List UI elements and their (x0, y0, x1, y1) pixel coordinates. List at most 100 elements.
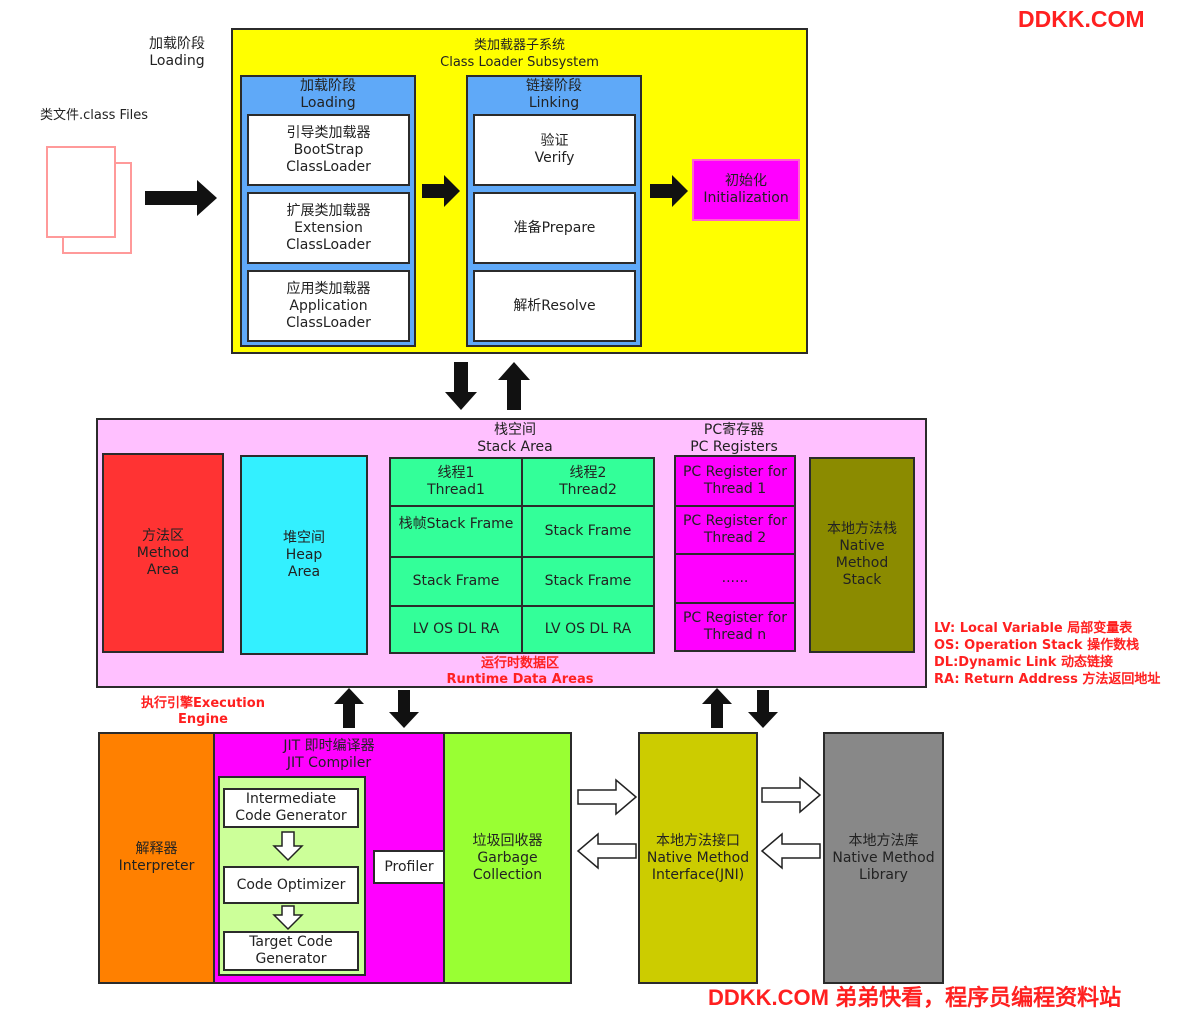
watermark-bottom: DDKK.COM 弟弟快看，程序员编程资料站 (708, 985, 1122, 1010)
pc-register-thread1: PC Register for Thread 1 (676, 457, 794, 505)
thread2-cell: 线程2 Thread2 (523, 459, 653, 505)
intermediate-l1: Intermediate (245, 791, 337, 807)
thread1-cell: 线程1 Thread1 (391, 459, 521, 505)
subsystem-title: 类加载器子系统 Class Loader Subsystem (231, 37, 808, 71)
stack-frame-cell-1-left: 栈帧Stack Frame (398, 516, 514, 532)
legend: LV: Local Variable 局部变量表 OS: Operation S… (934, 620, 1184, 688)
arrow-engine-up-icon (334, 688, 364, 728)
pc-register-thread2: PC Register for Thread 2 (676, 507, 794, 553)
watermark-top: DDKK.COM (1018, 6, 1145, 32)
pc-register-threadn-l2: Thread n (703, 627, 767, 643)
heap-cn: 堆空间 (283, 529, 325, 546)
interpreter: 解释器 Interpreter (98, 732, 215, 984)
native-stack-en2: Method (835, 555, 889, 571)
intermediate-code-generator: Intermediate Code Generator (223, 788, 359, 828)
application-classloader: 应用类加载器 Application ClassLoader (247, 270, 410, 342)
lvosdlra-cell-right: LV OS DL RA (544, 621, 632, 637)
arrow-gc-to-jni-icon (577, 778, 638, 816)
pc-register-thread2-l2: Thread 2 (703, 530, 767, 546)
native-method-interface: 本地方法接口 Native Method Interface(JNI) (638, 732, 758, 984)
native-stack-en3: Stack (842, 572, 882, 588)
interpreter-cn: 解释器 (135, 841, 178, 857)
heap-en2: Area (287, 563, 321, 580)
execution-engine-title2: Engine (178, 712, 228, 727)
arrow-runtime-down-icon (389, 690, 419, 728)
intermediate-l2: Code Generator (235, 808, 347, 824)
runtime-title: 运行时数据区 Runtime Data Areas (420, 656, 620, 688)
initialization-en: Initialization (703, 190, 789, 206)
pc-register-thread2-l1: PC Register for (682, 513, 787, 529)
stack-frame-cell-2-right: Stack Frame (544, 573, 632, 589)
target-l1: Target Code (249, 934, 333, 950)
pc-divider-3 (674, 602, 796, 604)
pc-registers-title: PC寄存器 PC Registers (672, 422, 796, 456)
loading-panel-en: Loading (300, 95, 356, 111)
jit-cn: JIT 即时编译器 (283, 738, 375, 754)
gc-cn: 垃圾回收器 (472, 832, 543, 849)
bootstrap-en1: BootStrap (293, 141, 364, 158)
arrow-files-to-loading-icon (145, 180, 217, 216)
prepare-box: 准备Prepare (473, 192, 636, 264)
application-en2: ClassLoader (286, 314, 371, 331)
stack-divider-h1 (389, 505, 655, 507)
loading-panel-title: 加载阶段 Loading (240, 78, 416, 112)
method-area-en1: Method (136, 544, 190, 561)
extension-en1: Extension (294, 219, 363, 236)
stack-divider-h3 (389, 605, 655, 607)
stack-divider-v (521, 457, 523, 654)
stack-area-cn: 栈空间 (494, 422, 536, 438)
linking-panel-title: 链接阶段 Linking (466, 78, 642, 112)
jit-en: JIT Compiler (286, 755, 372, 771)
loading-panel-cn: 加载阶段 (300, 78, 356, 94)
verify-en: Verify (534, 150, 575, 166)
profiler-label: Profiler (384, 858, 434, 875)
prepare-label: 准备Prepare (513, 219, 596, 236)
native-library-en2: Library (859, 866, 908, 883)
native-library-cn: 本地方法库 (848, 832, 919, 849)
extension-cn: 扩展类加载器 (286, 202, 371, 219)
subsystem-title-en: Class Loader Subsystem (440, 55, 599, 70)
pc-register-threadn: PC Register for Thread n (676, 604, 794, 650)
pc-registers-cn: PC寄存器 (703, 422, 765, 438)
pc-register-ellipsis-l1: ...... (721, 570, 749, 586)
pc-register-threadn-l1: PC Register for (682, 610, 787, 626)
arrow-runtime-up-icon (498, 362, 530, 410)
thread1-en: Thread1 (427, 482, 485, 498)
method-area-cn: 方法区 (142, 527, 184, 544)
thread1-cn: 线程1 (437, 465, 475, 481)
target-l2: Generator (255, 951, 327, 967)
extension-en2: ClassLoader (286, 236, 371, 253)
runtime-title-cn: 运行时数据区 (480, 656, 559, 671)
code-optimizer: Code Optimizer (223, 866, 359, 904)
jni-cn: 本地方法接口 (656, 832, 740, 849)
verify-box: 验证 Verify (473, 114, 636, 186)
jit-title: JIT 即时编译器 JIT Compiler (213, 738, 445, 772)
stack-area-title: 栈空间 Stack Area (440, 422, 590, 456)
heap-en1: Heap (285, 546, 323, 563)
pc-divider-1 (674, 505, 796, 507)
legend-dl: DL:Dynamic Link 动态链接 (934, 655, 1113, 670)
pc-register-thread1-l1: PC Register for (682, 464, 787, 480)
arrow-jni-to-gc-icon (576, 832, 637, 870)
stack-area-en: Stack Area (477, 439, 553, 455)
linking-panel-en: Linking (528, 95, 580, 111)
pc-register-ellipsis: ...... (676, 555, 794, 602)
jni-en2: Interface(JNI) (651, 866, 745, 883)
subsystem-title-cn: 类加载器子系统 (473, 38, 565, 53)
stack-frame-cell-2-left: Stack Frame (412, 573, 500, 589)
arrow-jni-up-icon (702, 688, 732, 728)
execution-engine-title1: 执行引擎Execution (141, 696, 265, 711)
initialization-cn: 初始化 (725, 173, 767, 189)
interpreter-en: Interpreter (118, 858, 195, 874)
resolve-label: 解析Resolve (513, 297, 596, 314)
native-stack-cn: 本地方法栈 (827, 521, 897, 537)
legend-ra: RA: Return Address 方法返回地址 (934, 672, 1161, 687)
loading-outer-cn: 加载阶段 (149, 36, 205, 52)
bootstrap-cn: 引导类加载器 (286, 124, 371, 141)
native-method-stack: 本地方法栈 Native Method Stack (809, 457, 915, 653)
class-file-icon-front (46, 146, 116, 238)
application-cn: 应用类加载器 (286, 280, 371, 297)
application-en1: Application (289, 297, 368, 314)
arrow-library-to-jni-icon (760, 832, 821, 870)
target-code-generator: Target Code Generator (223, 931, 359, 971)
